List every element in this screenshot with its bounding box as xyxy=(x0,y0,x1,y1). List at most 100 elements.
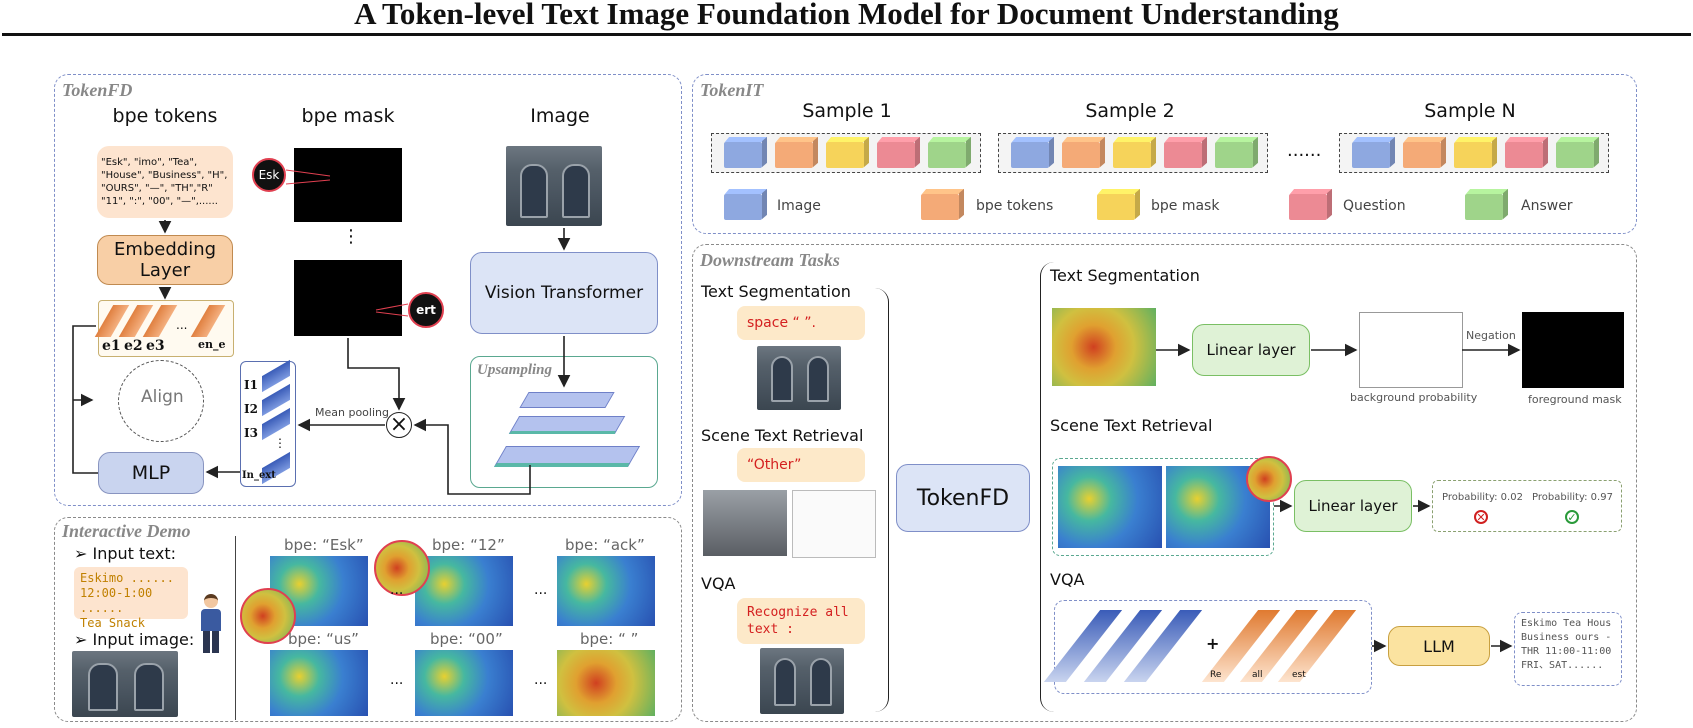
retrieval-group-box xyxy=(1052,458,1274,556)
mask-badge-bottom: ert xyxy=(408,292,444,328)
legend-image-swatch xyxy=(724,194,762,220)
probability-group-box xyxy=(1432,480,1622,532)
s1-bpe-cube xyxy=(775,142,813,168)
tokenfd-panel xyxy=(54,74,682,506)
bubble-retrieval: “Other” xyxy=(737,448,865,482)
bpe-mask-image-bottom xyxy=(294,260,402,336)
text-seg-photo xyxy=(757,346,841,410)
legend-bpe-swatch xyxy=(921,194,959,220)
sample-n-label: Sample N xyxy=(1424,100,1516,122)
e-token-n: en_e xyxy=(198,338,226,351)
legend-image-label: Image xyxy=(777,198,821,214)
tokenfd-panel-title: TokenFD xyxy=(62,80,133,100)
s2-image-cube xyxy=(1011,142,1049,168)
s2-question-cube xyxy=(1164,142,1202,168)
e-token-dots: ... xyxy=(176,318,188,332)
demo-bpe-label-4: bpe: “us” xyxy=(288,630,359,648)
s1-answer-cube xyxy=(928,142,966,168)
demo-panel-title: Interactive Demo xyxy=(62,521,191,541)
input-text-line-1: Eskimo ...... xyxy=(80,571,174,585)
mask-vdots: ⋮ xyxy=(342,226,360,247)
arrow-upsampling-to-pool xyxy=(413,418,531,495)
demo-input-photo xyxy=(72,651,178,717)
retrieval-photo-document xyxy=(792,490,876,558)
vqa-token-3: est xyxy=(1292,670,1306,680)
retrieval-zoom-circle xyxy=(1246,456,1292,502)
pooling-operator: × xyxy=(386,412,412,438)
probability-a-label: Probability: 0.02 xyxy=(1442,492,1523,503)
vqa-answer-box: Eskimo Tea Hous Business ours - THR 11:0… xyxy=(1514,612,1622,686)
input-text-box: Eskimo ...... 12:00-1:00 ...... Tea Snac… xyxy=(74,567,188,630)
mlp-label: MLP xyxy=(131,462,171,484)
align-circle xyxy=(118,360,204,442)
mask-badge-bottom-label: ert xyxy=(416,303,436,317)
mean-pooling-label: Mean pooling xyxy=(315,406,389,419)
vision-transformer-box: Vision Transformer xyxy=(470,252,658,334)
mlp-box: MLP xyxy=(98,452,204,494)
seg-heatmap xyxy=(1052,308,1156,386)
sn-image-cube xyxy=(1352,142,1390,168)
e-token-3: e3 xyxy=(146,338,165,354)
legend-mask-label: bpe mask xyxy=(1151,198,1220,214)
input-text-line-3: Tea Snack xyxy=(80,616,146,630)
vqa-token-1: Re xyxy=(1210,670,1222,680)
probability-b-label: Probability: 0.97 xyxy=(1532,492,1613,503)
i-token-n: In_ext xyxy=(242,470,276,481)
arrow-mask-to-pool xyxy=(347,338,406,411)
s1-image-cube xyxy=(724,142,762,168)
e-token-2: e2 xyxy=(124,338,143,354)
tokenfd-center-box: TokenFD xyxy=(896,464,1030,532)
embedding-layer-box: Embedding Layer xyxy=(97,235,233,285)
foreground-mask-label: foreground mask xyxy=(1528,393,1622,406)
task-text-seg-label: Text Segmentation xyxy=(701,282,851,301)
foreground-mask-image xyxy=(1522,312,1624,388)
demo-panel xyxy=(54,517,682,722)
demo-dots-2: ... xyxy=(534,582,548,598)
bpe-tokens-label: bpe tokens xyxy=(112,105,218,127)
input-text-label: ➢ Input text: xyxy=(74,544,176,563)
i-token-1: I1 xyxy=(244,378,258,392)
seg-title: Text Segmentation xyxy=(1050,266,1200,285)
sn-bpe-cube xyxy=(1403,142,1441,168)
retrieval-heatmap-1 xyxy=(1058,466,1162,548)
check-icon: ✓ xyxy=(1565,510,1579,524)
demo-bpe-label-1: bpe: “Esk” xyxy=(284,536,364,554)
demo-heatmap-6 xyxy=(557,650,655,716)
i-token-2: I2 xyxy=(244,402,258,416)
person-figure-icon xyxy=(196,594,226,656)
demo-zoom-circle-right xyxy=(374,540,430,596)
upsampling-label: Upsampling xyxy=(477,362,553,378)
mask-badge-top: Esk xyxy=(252,158,286,192)
legend-question-swatch xyxy=(1289,194,1327,220)
legend-answer-swatch xyxy=(1465,194,1503,220)
input-image-label: ➢ Input image: xyxy=(74,630,195,649)
demo-heatmap-4 xyxy=(270,650,368,716)
demo-zoom-circle-left xyxy=(240,588,296,644)
task-brace-left xyxy=(872,288,889,712)
i-token-dots: ⋮ xyxy=(274,436,286,450)
tokenfd-center-label: TokenFD xyxy=(916,485,1010,511)
mask-badge-top-label: Esk xyxy=(258,168,280,182)
sn-answer-cube xyxy=(1556,142,1594,168)
task-retrieval-label: Scene Text Retrieval xyxy=(701,426,864,445)
cross-icon: ✕ xyxy=(1474,510,1488,524)
s2-bpe-cube xyxy=(1062,142,1100,168)
legend-answer-label: Answer xyxy=(1521,198,1573,214)
vqa-token-group-box xyxy=(1054,600,1372,694)
bpe-mask-label: bpe mask xyxy=(301,105,395,127)
token-list-box: "Esk", "imo", "Tea", "House", "Business"… xyxy=(97,146,233,218)
demo-divider xyxy=(235,536,236,720)
e-token-1: e1 xyxy=(102,338,121,354)
demo-heatmap-3 xyxy=(557,556,655,626)
tokenit-panel xyxy=(692,74,1637,234)
i-token-3: I3 xyxy=(244,426,258,440)
retrieval-title: Scene Text Retrieval xyxy=(1050,416,1213,435)
demo-dots-4: ... xyxy=(534,672,548,688)
input-text-line-2: 12:00-1:00 ...... xyxy=(80,586,153,615)
downstream-panel xyxy=(692,244,1637,722)
demo-bpe-label-3: bpe: “ack” xyxy=(565,536,645,554)
bubble-text-seg-text: space “ ”. xyxy=(747,315,816,331)
demo-bpe-label-2: bpe: “12” xyxy=(432,536,505,554)
vqa-photo xyxy=(760,648,844,714)
